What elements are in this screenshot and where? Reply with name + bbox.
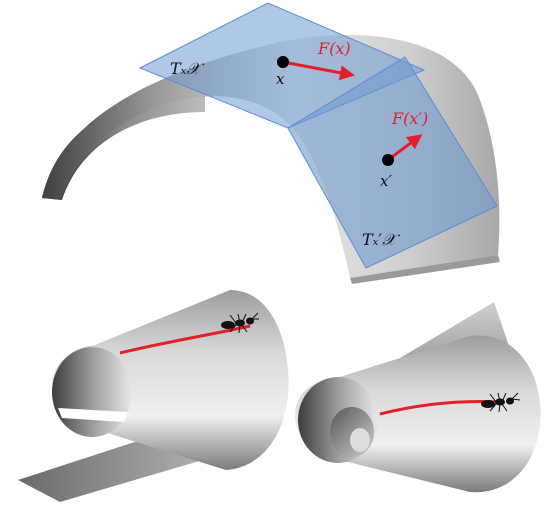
ant-icon: [221, 312, 259, 334]
cylinder-right-core: [350, 428, 370, 452]
bottom-right-cylinder: [295, 302, 541, 493]
arch-side-face: [350, 255, 500, 284]
label-tangent-space-x: Tₓ𝒳: [170, 59, 205, 78]
vector-fx-arrow: [282, 60, 355, 81]
label-tangent-space-xprime: Tₓ′𝒳: [362, 230, 401, 249]
top-curved-surface: Tₓ𝒳 x F(x) F(x′) x′ Tₓ′𝒳: [42, 2, 500, 284]
label-vector-fx: F(x): [317, 39, 351, 58]
point-x: [277, 56, 289, 68]
vector-fxprime-arrow: [387, 134, 423, 162]
label-point-xprime: x′: [380, 172, 392, 190]
point-xprime: [382, 154, 394, 166]
bottom-left-cylinder: [18, 290, 289, 502]
cylinder-left-slit: [58, 408, 128, 422]
ant-path-left: [119, 324, 251, 355]
cylinder-left-end: [52, 347, 132, 437]
ant-icon: [481, 392, 521, 413]
label-point-x: x: [276, 70, 285, 88]
label-vector-fxprime: F(x′): [391, 109, 428, 128]
